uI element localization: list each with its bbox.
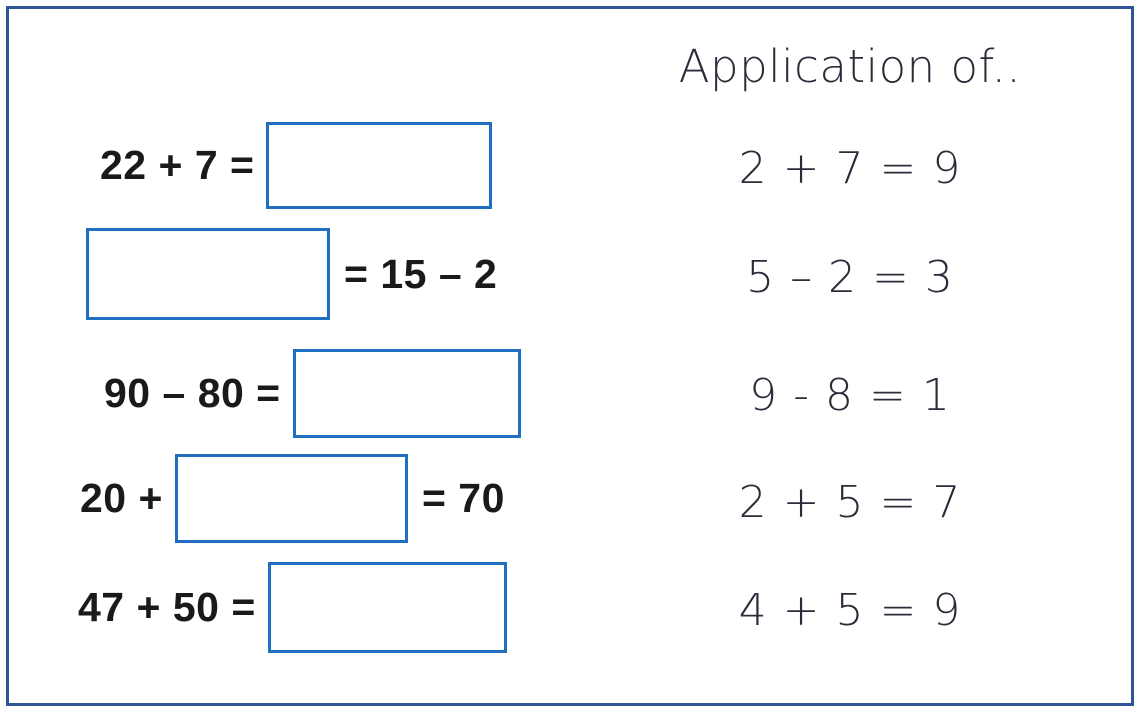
equation-4-prefix: 20 + bbox=[80, 475, 163, 521]
equation-row-2: = 15 – 2 bbox=[86, 228, 497, 320]
application-column: Application of.. 2 + 7 = 9 5 – 2 = 3 9 -… bbox=[620, 0, 1140, 712]
application-fact-4: 2 + 5 = 7 bbox=[738, 477, 962, 528]
slide-border-frame bbox=[6, 6, 1134, 706]
equation-1-prefix: 22 + 7 = bbox=[100, 142, 255, 188]
application-fact-3: 9 - 8 = 1 bbox=[749, 370, 951, 421]
application-title: Application of.. bbox=[678, 40, 1022, 93]
answer-box-2[interactable] bbox=[86, 228, 330, 320]
equation-4-suffix: = 70 bbox=[421, 475, 505, 521]
equation-row-4: 20 + = 70 bbox=[80, 454, 505, 543]
equation-row-5: 47 + 50 = bbox=[78, 562, 507, 653]
answer-box-5[interactable] bbox=[267, 562, 507, 653]
application-fact-1: 2 + 7 = 9 bbox=[738, 143, 962, 194]
application-fact-5: 4 + 5 = 9 bbox=[738, 585, 962, 636]
answer-box-1[interactable] bbox=[266, 122, 493, 209]
equation-5-prefix: 47 + 50 = bbox=[78, 584, 256, 630]
equation-row-3: 90 – 80 = bbox=[104, 349, 521, 438]
worksheet-column: 22 + 7 = = 15 – 2 90 – 80 = 20 + = 70 47… bbox=[78, 122, 521, 653]
equation-2-suffix: = 15 – 2 bbox=[344, 250, 498, 297]
answer-box-4[interactable] bbox=[174, 454, 408, 543]
equation-3-prefix: 90 – 80 = bbox=[104, 370, 281, 416]
application-fact-2: 5 – 2 = 3 bbox=[746, 252, 954, 303]
equation-row-1: 22 + 7 = bbox=[100, 122, 493, 209]
answer-box-3[interactable] bbox=[292, 349, 521, 438]
